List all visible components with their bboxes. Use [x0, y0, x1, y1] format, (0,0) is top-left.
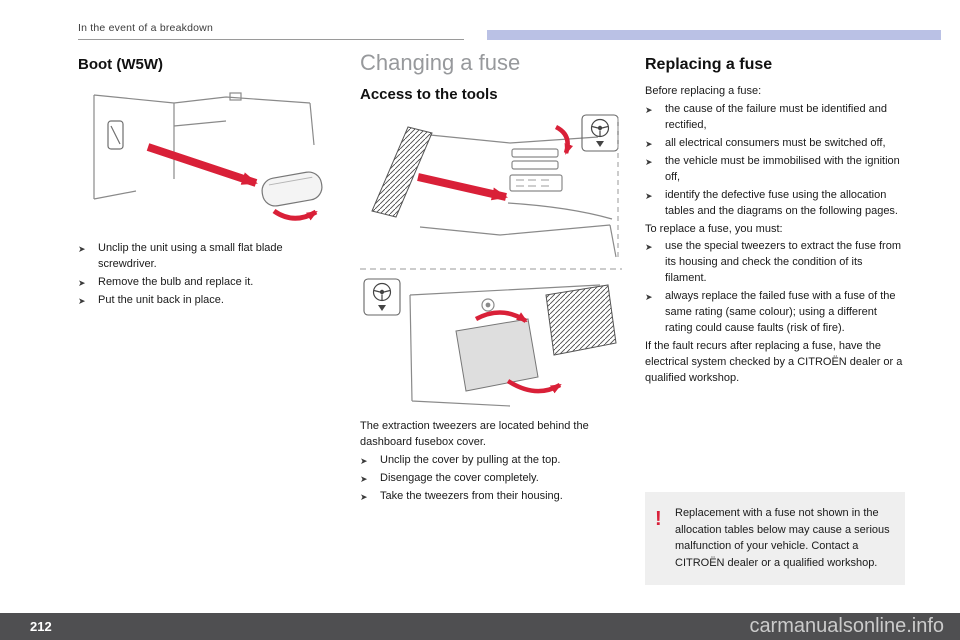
- arrow-bullet-icon: ➤: [645, 292, 653, 303]
- step-text: Take the tweezers from their housing.: [380, 489, 563, 502]
- paragraph: If the fault recurs after replacing a fu…: [645, 340, 903, 384]
- replacing-fuse-section: Replacing a fuse Before replacing a fuse…: [645, 56, 907, 389]
- list-item: ➤ Unclip the unit using a small flat bla…: [78, 241, 334, 273]
- arrow-bullet-icon: ➤: [645, 138, 653, 149]
- step-text: Put the unit back in place.: [98, 293, 224, 306]
- fusebox-cover-removed: [455, 318, 539, 392]
- list-item: ➤ all electrical consumers must be switc…: [645, 136, 907, 152]
- arrow-bullet-icon: ➤: [78, 295, 86, 306]
- list-item: ➤ the cause of the failure must be ident…: [645, 102, 907, 134]
- fusebox-illustration-svg: [360, 114, 622, 407]
- page-number: 212: [30, 619, 52, 634]
- red-curved-arrow: [554, 124, 574, 155]
- arrow-bullet-icon: ➤: [645, 156, 653, 167]
- step-text: Disengage the cover completely.: [380, 471, 539, 484]
- fusebox-cover-hatched: [371, 126, 433, 218]
- arrow-bullet-icon: ➤: [645, 104, 653, 115]
- exclamation-icon: !: [655, 508, 662, 530]
- arrow-bullet-icon: ➤: [645, 190, 653, 201]
- arrow-bullet-icon: ➤: [360, 473, 368, 484]
- paragraph: To replace a fuse, you must:: [645, 222, 783, 235]
- list-item: ➤ Take the tweezers from their housing.: [360, 489, 622, 505]
- lamp-lens: [261, 171, 323, 207]
- accent-bar: [487, 30, 941, 40]
- bullet-text: the cause of the failure must be identif…: [665, 102, 887, 131]
- breadcrumb: In the event of a breakdown: [78, 22, 213, 34]
- boot-bulb-illustration: [78, 81, 334, 231]
- changing-fuse-section: Changing a fuse Access to the tools: [360, 50, 622, 507]
- access-tools-subtitle: Access to the tools: [360, 86, 498, 103]
- note-box: ! Replacement with a fuse not shown in t…: [645, 492, 905, 585]
- boot-lamp-unit: [107, 120, 124, 150]
- arrow-bullet-icon: ➤: [645, 242, 653, 253]
- bullet-text: the vehicle must be immobilised with the…: [665, 154, 900, 183]
- step-text: Remove the bulb and replace it.: [98, 275, 254, 288]
- arrow-bullet-icon: ➤: [360, 455, 368, 466]
- intro-text: The extraction tweezers are located behi…: [360, 420, 589, 448]
- arrow-bullet-icon: ➤: [78, 244, 86, 254]
- arrow-bullet-icon: ➤: [360, 491, 368, 502]
- list-item: ➤ use the special tweezers to extract th…: [645, 239, 907, 287]
- note-text: Replacement with a fuse not shown in the…: [675, 507, 890, 569]
- fusebox-illustration: [360, 109, 622, 409]
- list-item: ➤ Put the unit back in place.: [78, 293, 334, 309]
- lower-dash-linework: [409, 284, 601, 407]
- list-item: ➤ Disengage the cover completely.: [360, 471, 622, 487]
- red-arrow: [417, 173, 508, 201]
- replacing-fuse-title: Replacing a fuse: [645, 56, 773, 73]
- list-item: ➤ Remove the bulb and replace it.: [78, 275, 334, 291]
- steering-wheel-icon: [363, 278, 401, 316]
- bullet-text: use the special tweezers to extract the …: [665, 240, 902, 285]
- list-item: ➤ Unclip the cover by pulling at the top…: [360, 453, 622, 469]
- list-item: ➤ the vehicle must be immobilised with t…: [645, 154, 907, 186]
- bullet-text: always replace the failed fuse with a fu…: [665, 290, 896, 335]
- red-curved-arrow: [272, 208, 318, 221]
- watermark-text: carmanualsonline.info: [749, 615, 944, 637]
- red-curved-arrow: [474, 310, 528, 323]
- red-curved-arrow: [506, 379, 562, 394]
- list-item: ➤ identify the defective fuse using the …: [645, 188, 907, 220]
- tweezers-housing-hatched: [545, 284, 617, 356]
- list-item: ➤ always replace the failed fuse with a …: [645, 289, 907, 337]
- dashboard-linework: [419, 134, 617, 258]
- paragraph: Before replacing a fuse:: [645, 85, 762, 97]
- bullet-text: identify the defective fuse using the al…: [665, 188, 898, 217]
- footer-bar: 212 carmanualsonline.info: [0, 613, 960, 640]
- boot-bulb-illustration-svg: [93, 92, 323, 221]
- step-text: Unclip the unit using a small flat blade…: [98, 242, 283, 270]
- boot-section: Boot (W5W): [78, 56, 334, 311]
- section-divider-line: [78, 39, 464, 40]
- red-arrow: [146, 143, 258, 187]
- bullet-text: all electrical consumers must be switche…: [665, 136, 886, 149]
- steering-wheel-icon: [581, 114, 619, 152]
- boot-section-title: Boot (W5W): [78, 56, 163, 73]
- boot-panel-linework: [93, 92, 315, 200]
- arrow-bullet-icon: ➤: [78, 277, 86, 288]
- step-text: Unclip the cover by pulling at the top.: [380, 453, 561, 466]
- changing-fuse-title: Changing a fuse: [360, 50, 521, 75]
